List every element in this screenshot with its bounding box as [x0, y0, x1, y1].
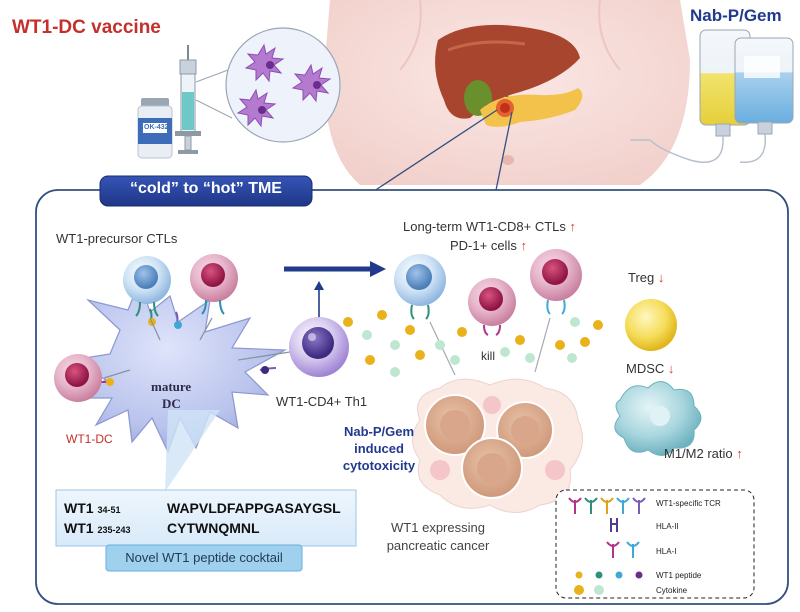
- legend-label-hla2: HLA-II: [656, 522, 679, 531]
- mdsc-text: MDSC: [626, 361, 665, 376]
- dc-magnified-circle: [195, 27, 341, 143]
- pd1-cell-magenta: [530, 249, 582, 315]
- m1m2-up-arrow: ↑: [736, 446, 743, 461]
- peptide-seq-1: WAPVLDFAPPGASAYGSL: [167, 500, 341, 516]
- legend-label-tcr: WT1-specific TCR: [656, 499, 721, 508]
- interaction-arrows: [103, 317, 291, 379]
- dc-receptors: [98, 308, 277, 386]
- m1m2-text: M1/M2 ratio: [664, 446, 733, 461]
- syringe: [175, 45, 201, 154]
- mdsc-label: MDSC ↓: [626, 361, 674, 376]
- m1m2-label: M1/M2 ratio ↑: [664, 446, 743, 461]
- peptide-range-2: 235-243: [97, 525, 131, 535]
- organ-callout-lines: [367, 109, 513, 196]
- killer-cell-magenta: [468, 278, 516, 336]
- mature-dc-cell: [69, 278, 288, 454]
- vial-label: OK-432: [144, 124, 169, 131]
- peptide-name-1: WT1: [64, 500, 94, 516]
- wt1-dc-label: WT1-DC: [66, 432, 113, 446]
- peptide-range-1: 34-51: [97, 505, 121, 515]
- cancer-label-2: pancreatic cancer: [386, 538, 490, 553]
- th1-label: WT1-CD4+ Th1: [276, 394, 368, 409]
- vaccine-vial: [137, 98, 173, 159]
- legend-label-peptide: WT1 peptide: [656, 571, 702, 580]
- peptide-box-frame: [55, 410, 357, 572]
- legend-label-cytokine: Cytokine: [656, 586, 688, 595]
- precursor-ctl-blue: [123, 256, 171, 317]
- vaccine-title: WT1-DC vaccine: [12, 17, 161, 38]
- long-term-up-arrow: ↑: [569, 219, 577, 234]
- th1-cell: [289, 317, 349, 377]
- treg-down-arrow: ↓: [657, 270, 665, 285]
- peptide-seq-2: CYTWNQMNL: [167, 520, 260, 536]
- mdsc-cell: [614, 381, 702, 456]
- cytokine-dots: [343, 310, 603, 377]
- tme-banner-box: [99, 175, 313, 207]
- treg-cell: [625, 299, 677, 351]
- legend-frame: [555, 489, 755, 599]
- iv-bags: [630, 29, 794, 163]
- precursor-ctl-label: WT1-precursor CTLs: [56, 231, 178, 246]
- long-term-ctl-blue: [394, 254, 446, 320]
- long-term-ctl-label: Long-term WT1-CD8+ CTLs ↑: [403, 219, 576, 234]
- kill-label: kill: [481, 349, 495, 363]
- peptide-name-2: WT1: [64, 520, 94, 536]
- pd1-text: PD-1+ cells: [450, 238, 517, 253]
- cytotoxicity-line-2: induced: [354, 441, 404, 456]
- peptide-cocktail-label: Novel WT1 peptide cocktail: [125, 550, 283, 565]
- cytotoxicity-line-1: Nab-P/Gem: [343, 424, 415, 439]
- legend-label-hla1: HLA-I: [656, 547, 677, 556]
- precursor-ctl-magenta: [190, 254, 238, 315]
- long-term-ctl-text: Long-term WT1-CD8+ CTLs: [403, 219, 566, 234]
- pd1-label: PD-1+ cells ↑: [450, 238, 527, 253]
- cancer-label-1: WT1 expressing: [391, 520, 485, 535]
- peptide-row-2: WT1 235-243: [64, 520, 130, 536]
- drug-title: Nab-P/Gem: [690, 6, 782, 25]
- tumor-cluster: [412, 378, 583, 513]
- cytotoxicity-line-3: cytotoxicity: [342, 458, 416, 473]
- treg-text: Treg: [628, 270, 655, 285]
- mature-dc-label-1: mature: [151, 379, 192, 394]
- tme-banner: “cold” to “hot” TME: [130, 180, 282, 197]
- treg-label: Treg ↓: [628, 270, 664, 285]
- pancreas-illustration: [480, 88, 583, 127]
- pd1-up-arrow: ↑: [520, 238, 527, 253]
- mature-dc-label-2: DC: [162, 396, 181, 411]
- progression-arrow: [284, 261, 386, 320]
- peptide-row-1: WT1 34-51: [64, 500, 120, 516]
- mdsc-down-arrow: ↓: [667, 361, 675, 376]
- wt1-dc-side-cell: [54, 354, 102, 402]
